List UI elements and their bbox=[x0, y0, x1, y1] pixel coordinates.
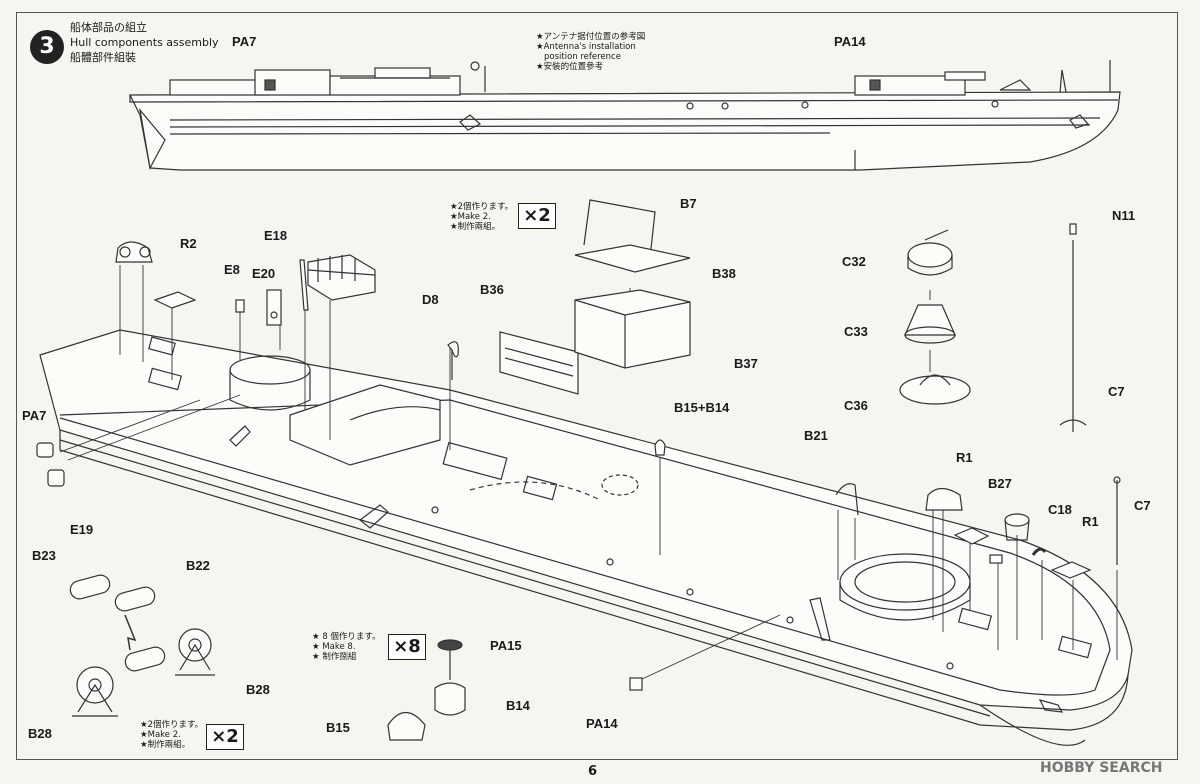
watermark: HOBBY SEARCH bbox=[1040, 760, 1163, 776]
part-label-c18: C18 bbox=[1048, 502, 1072, 517]
part-label-b36: B36 bbox=[480, 282, 504, 297]
part-label-pa7-top: PA7 bbox=[232, 34, 257, 49]
part-label-pa14-top: PA14 bbox=[834, 34, 866, 49]
part-label-b15: B15 bbox=[326, 720, 350, 735]
part-label-b27: B27 bbox=[988, 476, 1012, 491]
part-label-b28-right: B28 bbox=[246, 682, 270, 697]
make2-note-bottom-zh: ★制作兩組。 bbox=[140, 740, 191, 750]
step-title-en: Hull components assembly bbox=[70, 36, 219, 49]
part-label-pa15: PA15 bbox=[490, 638, 522, 653]
make2-note-bottom-ja: ★2個作ります。 bbox=[140, 720, 204, 730]
part-label-c32: C32 bbox=[842, 254, 866, 269]
antenna-note-ja: ★アンテナ据付位置の参考図 bbox=[536, 32, 646, 42]
step-title-ja: 船体部品の組立 bbox=[70, 21, 147, 34]
part-label-b7: B7 bbox=[680, 196, 697, 211]
antenna-note-zh: ★安裝的位置參考 bbox=[536, 62, 604, 72]
part-label-e8: E8 bbox=[224, 262, 240, 277]
part-label-c7-bottom: C7 bbox=[1134, 498, 1151, 513]
part-label-pa14-bottom: PA14 bbox=[586, 716, 618, 731]
part-label-b37: B37 bbox=[734, 356, 758, 371]
part-label-c7-top: C7 bbox=[1108, 384, 1125, 399]
part-label-b22: B22 bbox=[186, 558, 210, 573]
part-label-e19: E19 bbox=[70, 522, 94, 537]
make2-note-top: ★2個作ります。 ★Make 2. ★制作兩組。 bbox=[450, 202, 513, 232]
part-label-r1-a: R1 bbox=[956, 450, 973, 465]
part-label-b14: B14 bbox=[506, 698, 530, 713]
hull-deck-view bbox=[39, 329, 1133, 746]
make2-note-bottom-en: ★Make 2. bbox=[140, 730, 181, 740]
make8-note-zh: ★ 制作捌組 bbox=[312, 652, 357, 662]
part-label-n11: N11 bbox=[1112, 208, 1136, 223]
part-label-r1-b: R1 bbox=[1082, 514, 1099, 529]
page-number: 6 bbox=[588, 764, 598, 779]
part-label-b28-left: B28 bbox=[28, 726, 52, 741]
part-label-pa7-side: PA7 bbox=[22, 408, 47, 423]
part-label-b21: B21 bbox=[804, 428, 828, 443]
part-label-e18: E18 bbox=[264, 228, 288, 243]
assembly-guide-lines bbox=[59, 265, 1118, 681]
make8-note-ja: ★ 8 個作ります。 bbox=[312, 632, 381, 642]
step-number-badge: 3 bbox=[30, 30, 64, 64]
part-label-d8: D8 bbox=[422, 292, 439, 307]
part-label-b23: B23 bbox=[32, 548, 56, 563]
make2-note-top-ja: ★2個作ります。 bbox=[450, 202, 514, 212]
part-label-b38: B38 bbox=[712, 266, 736, 281]
part-label-c36: C36 bbox=[844, 398, 868, 413]
antenna-note-en2: position reference bbox=[544, 52, 621, 62]
part-label-e20: E20 bbox=[252, 266, 276, 281]
part-label-r2: R2 bbox=[180, 236, 197, 251]
make2-note-bottom: ★2個作ります。 ★Make 2. ★制作兩組。 bbox=[140, 720, 203, 750]
make2-note-top-zh: ★制作兩組。 bbox=[450, 222, 501, 232]
hull-side-profile bbox=[129, 60, 1121, 171]
part-label-b15-b14: B15+B14 bbox=[674, 400, 730, 415]
make8-note-en: ★ Make 8. bbox=[312, 642, 356, 652]
make2-badge-top: ×2 bbox=[518, 203, 556, 229]
make8-note: ★ 8 個作ります。 ★ Make 8. ★ 制作捌組 bbox=[312, 632, 381, 662]
part-drawings bbox=[36, 199, 1121, 741]
make2-badge-bottom: ×2 bbox=[206, 724, 244, 750]
step-title: 船体部品の組立 Hull components assembly 船體部件組裝 bbox=[70, 20, 219, 65]
antenna-note: ★アンテナ据付位置の参考図 ★Antenna's installation po… bbox=[536, 32, 645, 72]
antenna-note-en1: ★Antenna's installation bbox=[536, 42, 636, 52]
make2-note-top-en: ★Make 2. bbox=[450, 212, 491, 222]
page-frame bbox=[16, 12, 1178, 760]
step-title-zh: 船體部件組裝 bbox=[70, 51, 136, 64]
part-label-c33: C33 bbox=[844, 324, 868, 339]
make8-badge: ×8 bbox=[388, 634, 426, 660]
